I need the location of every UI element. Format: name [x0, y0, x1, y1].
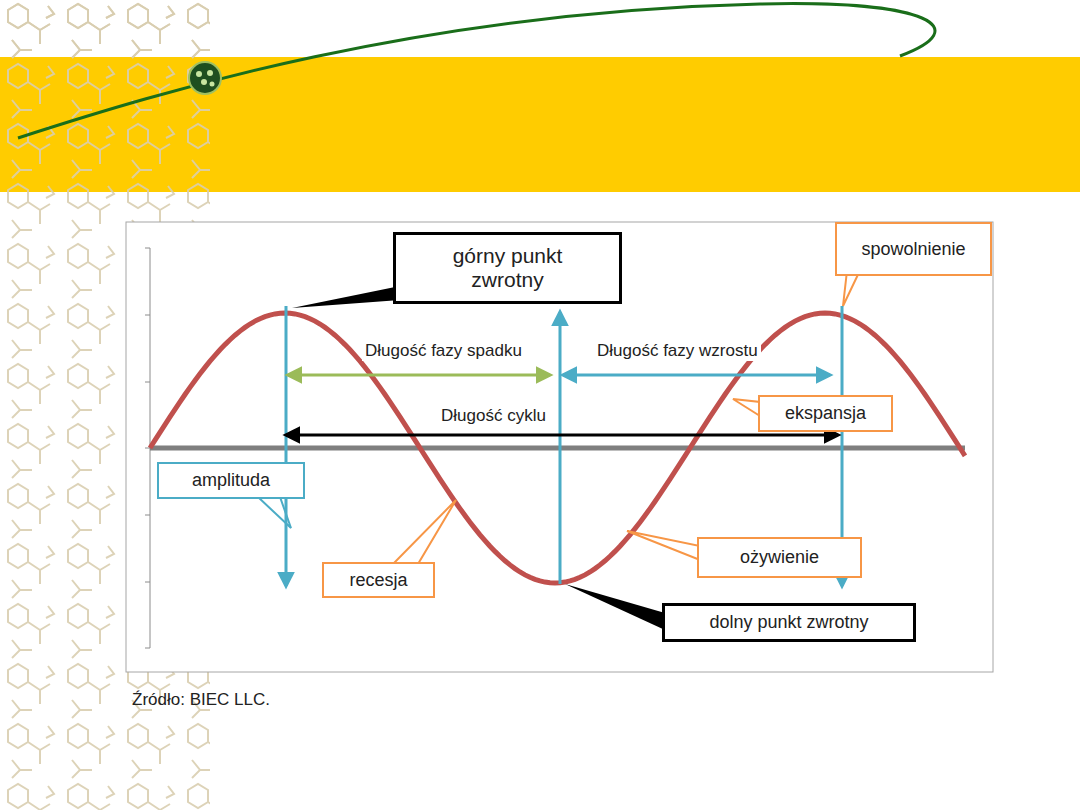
fall-phase-arrow	[288, 374, 550, 377]
rise-phase-arrow	[563, 374, 830, 377]
phase-callout: ożywienie	[697, 537, 862, 578]
box-text: recesja	[349, 570, 407, 591]
trough-line	[559, 312, 562, 584]
cycle-length-label: Długość cyklu	[438, 406, 549, 426]
box-text: dolny punkt zwrotny	[709, 612, 868, 633]
amplitude-callout: amplituda	[157, 462, 305, 499]
box-text: ożywienie	[740, 547, 819, 568]
orbit-dot	[189, 62, 221, 94]
turning-point-box: górny punkt zwrotny	[393, 232, 622, 304]
box-text: amplituda	[192, 470, 270, 491]
callout-pointers	[258, 262, 864, 630]
phase-callout: ekspansja	[758, 395, 893, 432]
phase-callout: spowolnienie	[835, 222, 992, 276]
box-text: górny punkt zwrotny	[446, 244, 569, 292]
amplitude-line	[285, 306, 288, 586]
y-axis	[145, 248, 150, 648]
cycle-length-arrow	[286, 434, 838, 437]
box-text: spowolnienie	[861, 239, 965, 260]
phase-length-label: Długość fazy wzrostu	[594, 341, 761, 361]
chart-frame	[126, 222, 993, 672]
orbit-line	[18, 4, 935, 138]
box-text: ekspansja	[785, 403, 866, 424]
source-caption: Źródło: BIEC LLC.	[132, 690, 270, 710]
phase-callout: recesja	[322, 562, 435, 598]
turning-point-box: dolny punkt zwrotny	[662, 603, 916, 642]
phase-length-label: Długość fazy spadku	[362, 341, 525, 361]
